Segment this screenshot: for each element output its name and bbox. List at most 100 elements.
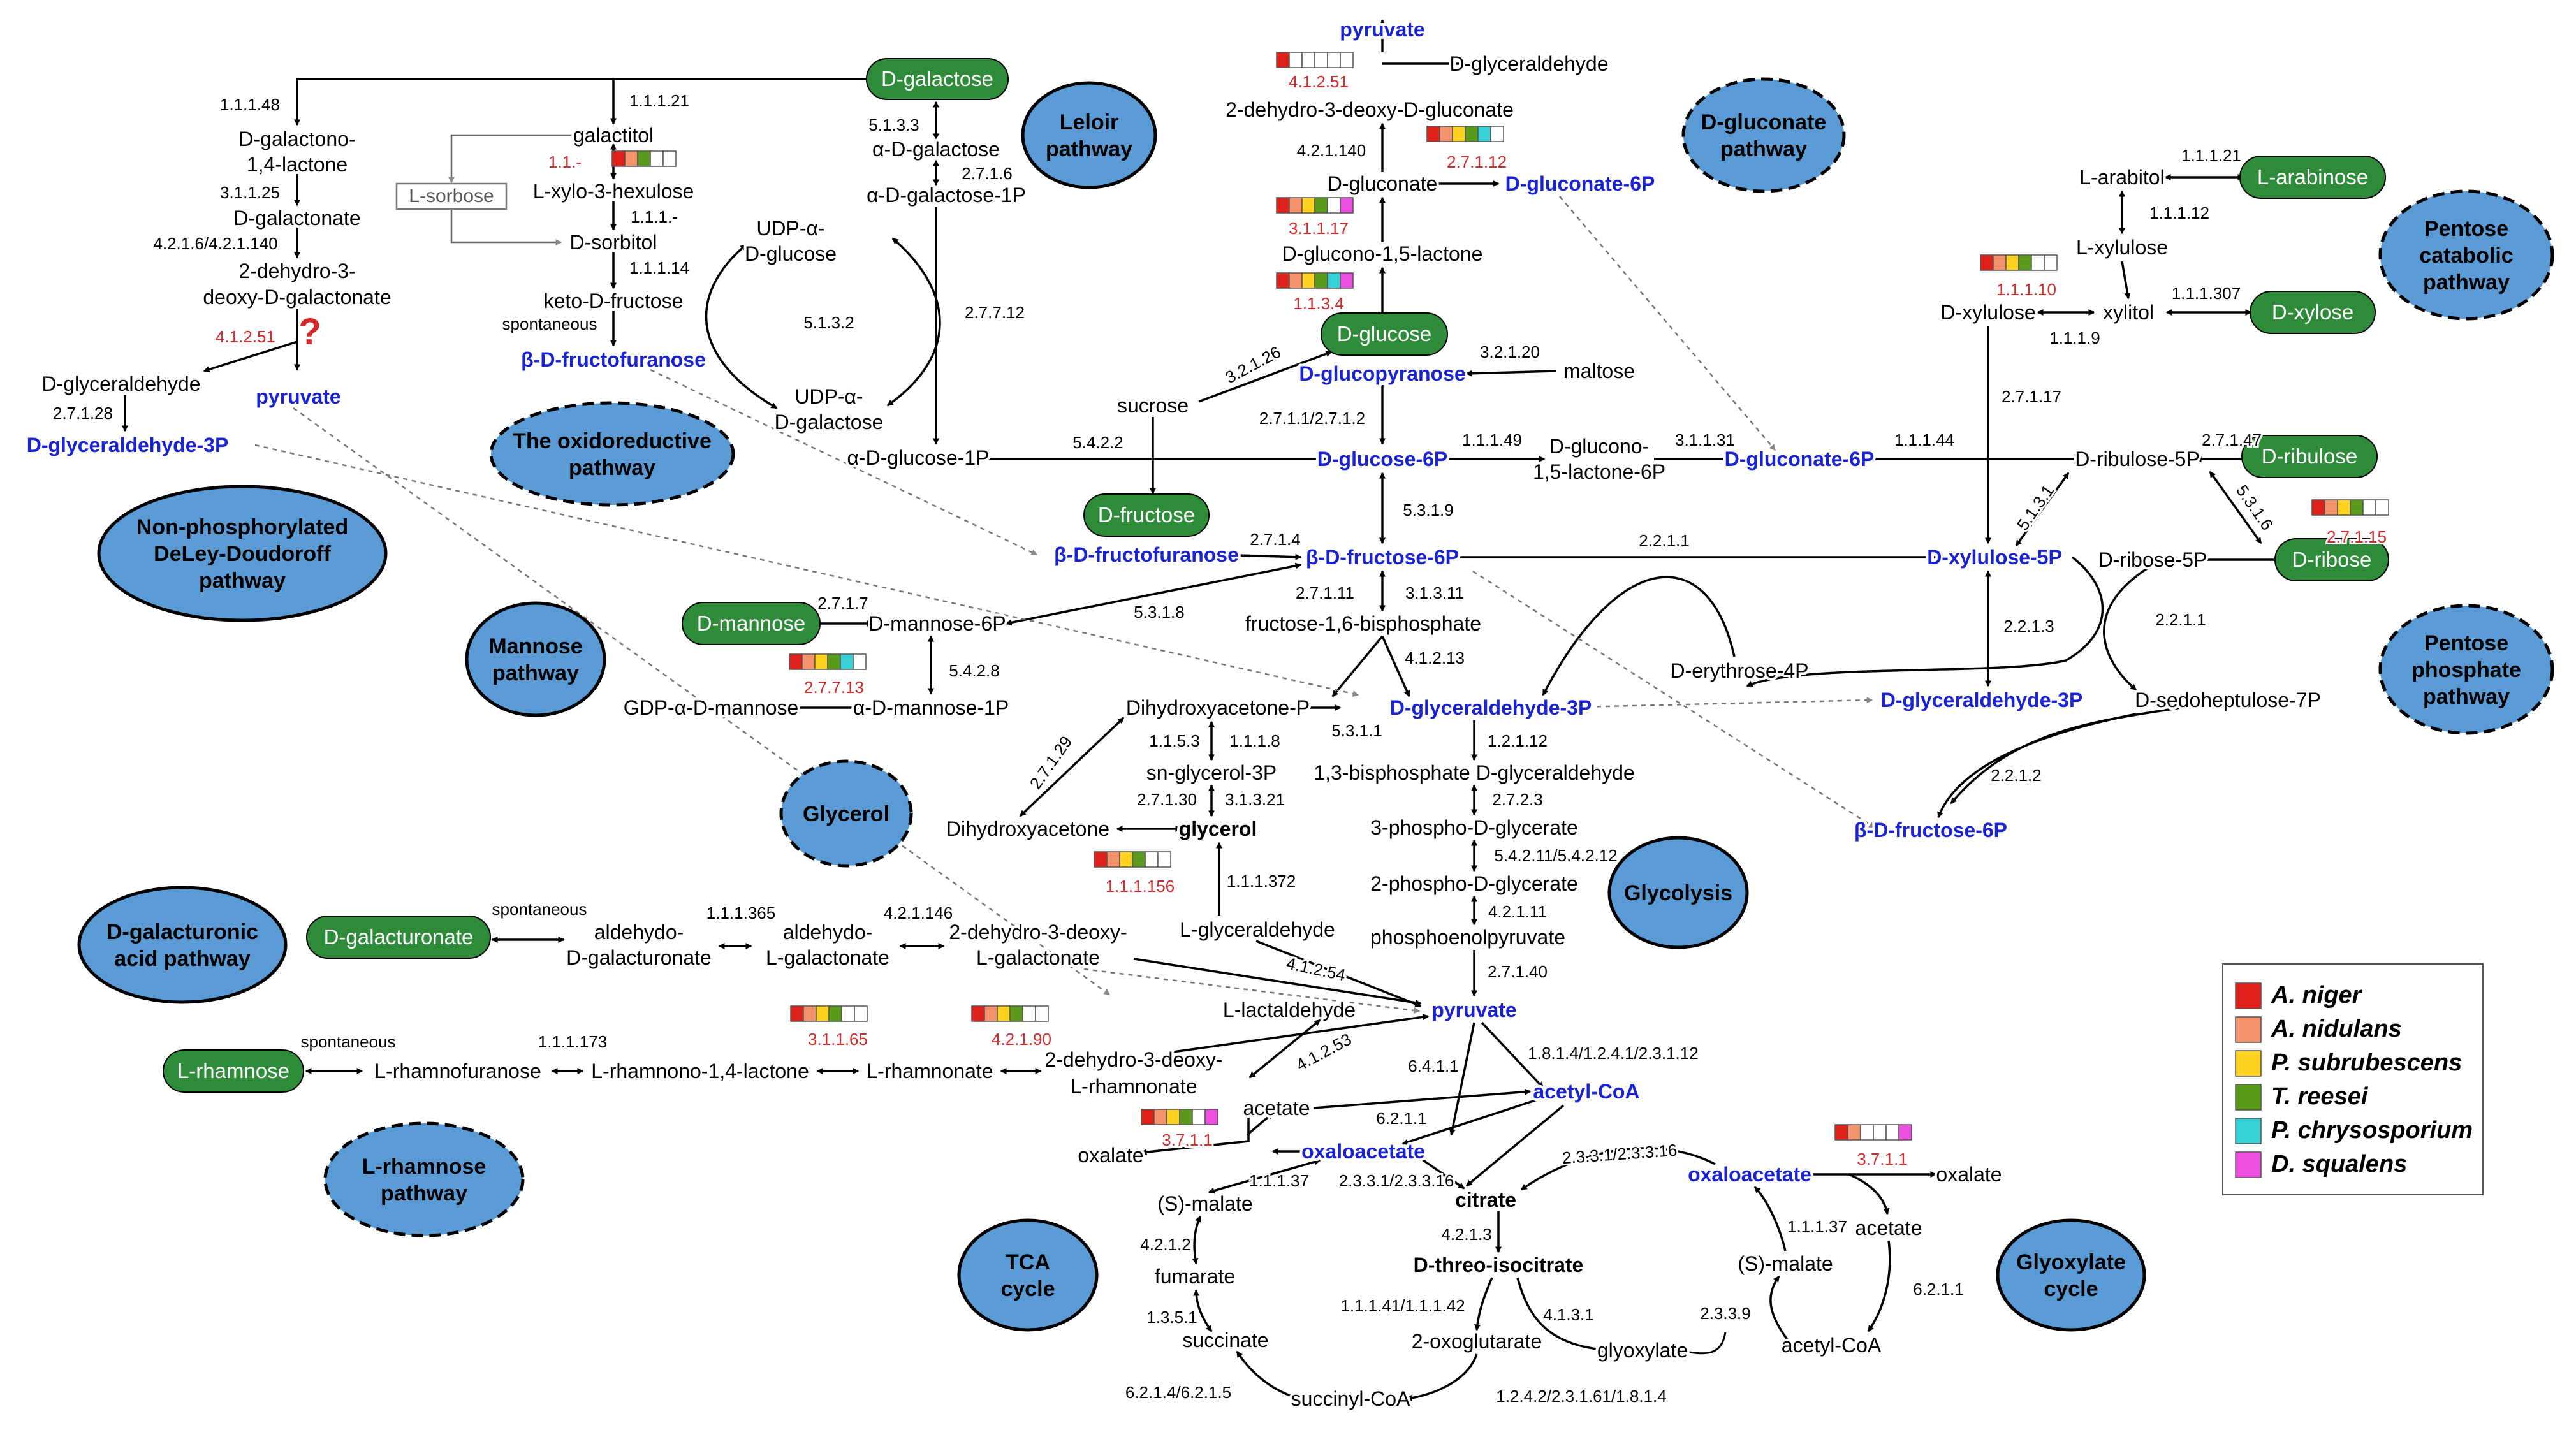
organism-cell <box>971 1005 985 1022</box>
enzyme-label: 1.1.1.14 <box>629 258 689 277</box>
organism-cell <box>1094 851 1108 868</box>
metabolite-label: L-rhamnonate <box>1070 1075 1197 1098</box>
enzyme-label: 2.7.1.28 <box>53 404 113 423</box>
organism-cell <box>1452 126 1466 142</box>
enzyme-label: 4.2.1.146 <box>884 903 953 923</box>
pathway-ellipse <box>77 886 288 1004</box>
metabolite-label: 3-phospho-D-glycerate <box>1370 816 1578 839</box>
enzyme-label: 1.1.1.- <box>631 207 678 226</box>
organism-cell <box>1314 197 1328 214</box>
organism-cell <box>2324 499 2338 516</box>
metabolite-label: L-xylo-3-hexulose <box>533 180 694 203</box>
metabolite-label: D-glyceraldehyde <box>1449 52 1608 75</box>
metabolite-label: UDP-α- <box>756 217 824 240</box>
reaction-arrow <box>1449 1022 1475 1136</box>
organism-cell <box>853 653 867 670</box>
legend-label: T. reesei <box>2271 1083 2369 1110</box>
legend-item: D. squalens <box>2235 1151 2407 1178</box>
reaction-arrow <box>2209 471 2262 544</box>
reaction-arrow <box>1313 1088 1532 1109</box>
metabolite-label: keto-D-fructose <box>544 289 684 312</box>
metabolite-label: L-xylulose <box>2076 236 2168 259</box>
metabolite-label: 1,3-bisphosphate D-glyceraldehyde <box>1314 761 1634 784</box>
organism-cell <box>1490 126 1504 142</box>
organism-cell <box>1860 1124 1874 1141</box>
metabolite-label: oxalate <box>1078 1144 1143 1167</box>
legend-item: A. niger <box>2235 982 2363 1009</box>
legend-swatch <box>2235 1151 2262 1178</box>
metabolite-labels-layer: D-galactono-1,4-lactoneD-galactonate2-de… <box>24 15 2324 1413</box>
metabolite-label: D-galactose <box>775 411 884 434</box>
reaction-arrow <box>1019 717 1125 817</box>
reaction-arrow <box>1208 1158 1321 1194</box>
enzyme-label: 1.1.1.37 <box>1787 1217 1847 1236</box>
metabolite-label: GDP-α-D-mannose <box>624 696 799 719</box>
organism-bar <box>1276 52 1354 68</box>
enzyme-label: 4.1.2.13 <box>1405 648 1465 668</box>
metabolite-label: D-ribose-5P <box>2098 548 2207 571</box>
metabolite-label: (S)-malate <box>1738 1252 1833 1275</box>
enzyme-label: 1.1.5.3 <box>1149 731 1200 750</box>
reaction-arrow <box>1133 958 1422 1006</box>
substrate-node: D-ribulose <box>2241 435 2378 478</box>
organism-cell <box>2005 254 2019 271</box>
metabolite-label: β-D-fructofuranose <box>1054 543 1239 566</box>
enzyme-label: 6.2.1.4/6.2.1.5 <box>1125 1383 1231 1402</box>
organism-cell <box>1289 197 1303 214</box>
enzyme-label: 5.3.1.6 <box>2232 481 2277 534</box>
dotted-link <box>1551 697 1873 709</box>
metabolite-label: oxaloacetate <box>1301 1140 1425 1163</box>
dotted-link <box>1083 968 1421 1014</box>
enzyme-label: 4.2.1.140 <box>1297 141 1366 160</box>
pathway-node: Glycolysis <box>1607 836 1749 949</box>
organism-cell <box>611 150 626 167</box>
enzyme-label: 2.7.1.12 <box>1447 152 1507 171</box>
enzyme-label: 5.3.1.9 <box>1403 500 1454 520</box>
organism-cell <box>789 653 803 670</box>
substrate-label: D-ribose <box>2292 548 2372 571</box>
metabolite-label: β-D-fructose-6P <box>1306 546 1459 569</box>
substrate-node: D-xylose <box>2250 291 2376 334</box>
metabolite-label: β-D-fructose-6P <box>1854 819 2007 842</box>
organism-cell <box>637 150 651 167</box>
pathway-ellipse <box>957 1218 1099 1332</box>
enzyme-label: 3.1.3.21 <box>1225 790 1285 809</box>
reaction-arrow <box>1405 1353 1478 1401</box>
enzyme-label: 3.1.1.31 <box>1675 430 1735 449</box>
organism-cell <box>1465 126 1479 142</box>
reaction-arrow <box>1198 351 1333 403</box>
enzyme-label: 1.2.1.12 <box>1488 731 1548 750</box>
legend-swatch <box>2235 1016 2262 1043</box>
l-sorbose-box <box>395 182 508 210</box>
substrate-box <box>682 602 821 645</box>
organism-cell <box>2044 254 2058 271</box>
enzyme-label: 1.1.1.9 <box>2049 328 2100 347</box>
reaction-arrow <box>1679 1332 1727 1355</box>
reaction-arrow <box>1950 706 2181 805</box>
substrate-label: D-mannose <box>697 611 806 635</box>
reaction-arrow <box>1481 1021 1544 1089</box>
organism-cell <box>1426 126 1440 142</box>
enzyme-label: 5.4.2.2 <box>1072 433 1123 452</box>
metabolite-label: acetyl-CoA <box>1533 1080 1639 1103</box>
organism-cell <box>1106 851 1120 868</box>
metabolite-label: L-rhamnofuranose <box>374 1060 541 1083</box>
substrate-node: D-ribose <box>2274 538 2389 581</box>
organism-cell <box>816 1005 830 1022</box>
dotted-link <box>1472 570 1876 829</box>
metabolite-label: L-galactonate <box>766 946 889 969</box>
organism-cell <box>801 653 816 670</box>
metabolite-label: acetyl-CoA <box>1782 1334 1882 1357</box>
substrate-label: L-rhamnose <box>177 1059 289 1083</box>
reaction-arrow <box>1769 1275 1793 1346</box>
enzyme-label: 1.1.1.37 <box>1249 1171 1309 1190</box>
metabolite-label: fumarate <box>1155 1265 1235 1288</box>
